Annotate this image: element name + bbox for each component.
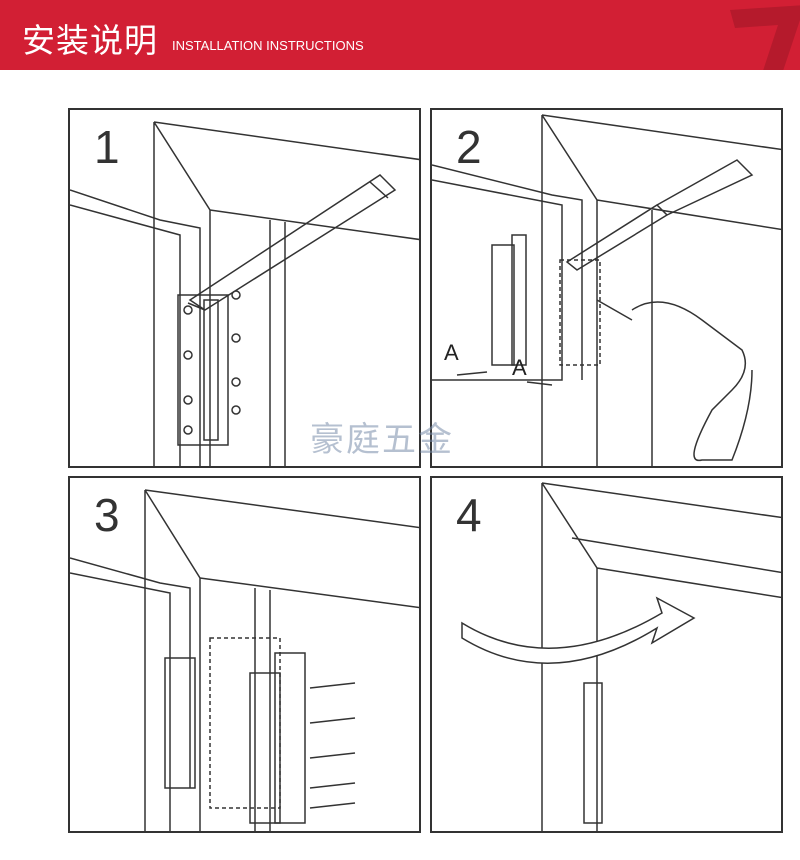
step-2-illustration — [432, 114, 781, 466]
step-4-panel: 4 — [430, 476, 783, 833]
header-banner: 安装说明 INSTALLATION INSTRUCTIONS — [0, 0, 800, 70]
step-number: 1 — [94, 121, 120, 173]
step-number: 2 — [456, 121, 482, 173]
decorative-seven-icon — [730, 5, 800, 70]
step-number: 4 — [456, 489, 482, 541]
title-chinese: 安装说明 — [22, 21, 158, 60]
step-1-panel: 1 — [68, 108, 421, 468]
dimension-label-a: A — [512, 355, 527, 380]
title-english: INSTALLATION INSTRUCTIONS — [172, 38, 364, 53]
step-1-illustration — [70, 121, 419, 466]
step-2-panel: 2 A A — [430, 108, 783, 468]
step-3-panel: 3 — [68, 476, 421, 833]
step-3-illustration — [70, 489, 419, 831]
step-number: 3 — [94, 489, 120, 541]
dimension-label-a: A — [444, 340, 459, 365]
step-4-illustration — [461, 482, 781, 831]
watermark-text: 豪庭五金 — [310, 420, 454, 460]
